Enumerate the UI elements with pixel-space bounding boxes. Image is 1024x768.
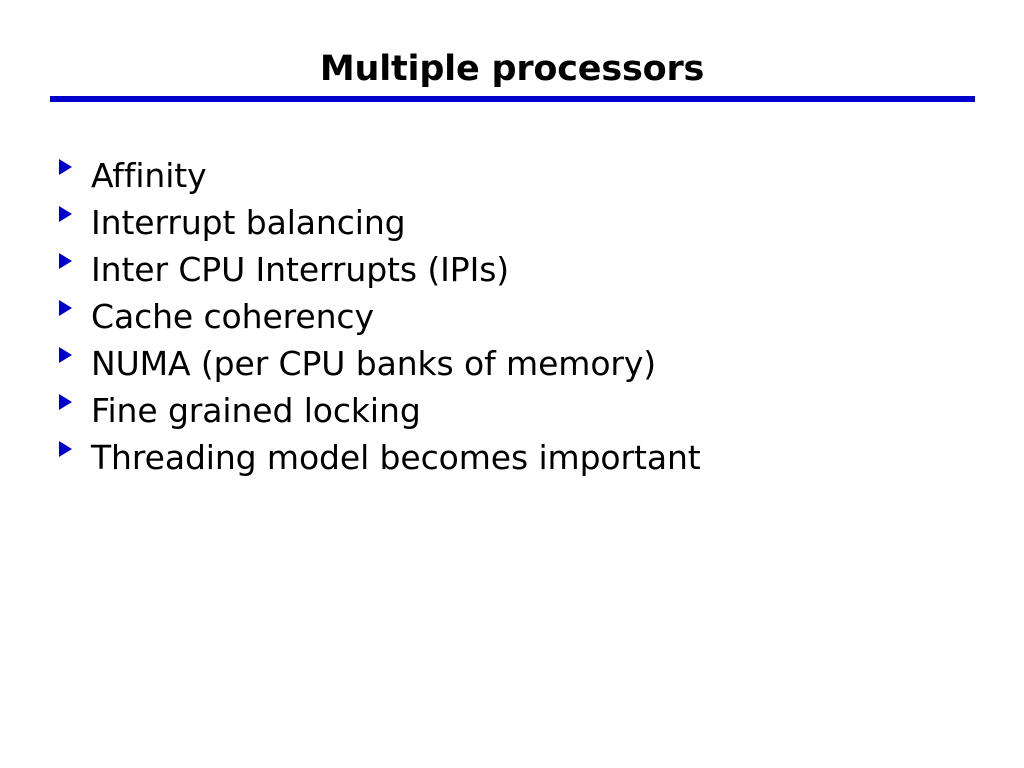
list-item-label: Cache coherency (91, 297, 374, 336)
list-item: NUMA (per CPU banks of memory) (58, 328, 998, 383)
triangle-right-icon (58, 422, 74, 469)
title-underline-rule (50, 96, 975, 102)
triangle-right-icon (58, 375, 74, 422)
list-item: Affinity (58, 140, 998, 195)
triangle-right-icon (58, 140, 74, 187)
triangle-right-icon (58, 281, 74, 328)
list-item-label: NUMA (per CPU banks of memory) (91, 344, 657, 383)
list-item-label: Affinity (91, 156, 207, 195)
list-item: Inter CPU Interrupts (IPIs) (58, 234, 998, 289)
list-item: Cache coherency (58, 281, 998, 336)
list-item-label: Interrupt balancing (91, 203, 406, 242)
list-item-label: Inter CPU Interrupts (IPIs) (91, 250, 510, 289)
bullet-list: Affinity Interrupt balancing Inter CPU I… (58, 140, 998, 477)
list-item-label: Threading model becomes important (91, 438, 701, 477)
page-title: Multiple processors (319, 49, 705, 89)
list-item: Threading model becomes important (58, 422, 998, 477)
triangle-right-icon (58, 234, 74, 281)
triangle-right-icon (58, 328, 74, 375)
list-item-label: Fine grained locking (91, 391, 421, 430)
triangle-right-icon (58, 187, 74, 234)
list-item: Fine grained locking (58, 375, 998, 430)
list-item: Interrupt balancing (58, 187, 998, 242)
